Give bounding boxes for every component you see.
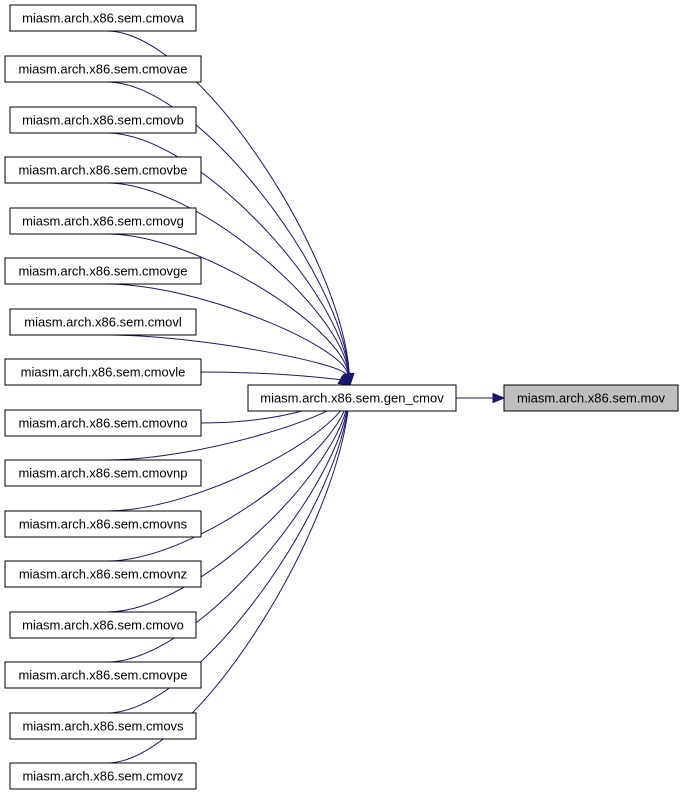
node-cmovs[interactable]: miasm.arch.x86.sem.cmovs (9, 712, 197, 740)
node-cmovge-box (4, 257, 202, 285)
node-mov-box (503, 384, 679, 412)
node-cmovge-label: miasm.arch.x86.sem.cmovge (18, 264, 187, 279)
node-cmovle-box (4, 358, 202, 386)
node-cmovpe[interactable]: miasm.arch.x86.sem.cmovpe (4, 661, 202, 689)
edge-line-cmovb (106, 132, 350, 375)
node-cmovnp-label: miasm.arch.x86.sem.cmovnp (18, 466, 187, 481)
node-cmovz[interactable]: miasm.arch.x86.sem.cmovz (9, 762, 197, 790)
edge-line-cmovge (106, 283, 349, 375)
edge-line-cmova (106, 30, 350, 375)
node-cmovbe-box (4, 156, 202, 184)
node-cmovb-box (9, 106, 197, 134)
node-cmovle-label: miasm.arch.x86.sem.cmovle (21, 365, 186, 380)
node-cmovz-box (9, 762, 197, 790)
edge-line-cmovpe (106, 395, 350, 663)
node-mov[interactable]: miasm.arch.x86.sem.mov (503, 384, 679, 412)
edge-line-cmovg (106, 233, 349, 375)
node-cmovae-label: miasm.arch.x86.sem.cmovae (18, 62, 187, 77)
node-cmovpe-label: miasm.arch.x86.sem.cmovpe (18, 668, 187, 683)
edge-arrowhead-mov (492, 392, 506, 404)
node-cmovno-label: miasm.arch.x86.sem.cmovno (18, 416, 187, 431)
node-cmovno-box (4, 409, 202, 437)
edge-gen-cmov-to-mov (456, 392, 506, 404)
node-cmovs-box (9, 712, 197, 740)
node-cmovns-box (4, 510, 202, 538)
node-cmovl-box (9, 308, 197, 336)
node-cmova-label: miasm.arch.x86.sem.cmova (22, 11, 185, 26)
node-cmovbe[interactable]: miasm.arch.x86.sem.cmovbe (4, 156, 202, 184)
node-cmovl[interactable]: miasm.arch.x86.sem.cmovl (9, 308, 197, 336)
edge-line-cmovns (106, 395, 349, 512)
node-cmova[interactable]: miasm.arch.x86.sem.cmova (9, 4, 197, 32)
edge-line-cmovl (106, 334, 347, 375)
edge-line-cmovle (200, 371, 341, 381)
node-cmovo-label: miasm.arch.x86.sem.cmovo (22, 618, 184, 633)
node-cmovpe-box (4, 661, 202, 689)
node-cmovno[interactable]: miasm.arch.x86.sem.cmovno (4, 409, 202, 437)
node-gen-cmov-label: miasm.arch.x86.sem.gen_cmov (260, 391, 444, 406)
node-cmovle[interactable]: miasm.arch.x86.sem.cmovle (4, 358, 202, 386)
node-cmovnp[interactable]: miasm.arch.x86.sem.cmovnp (4, 459, 202, 487)
node-cmovae[interactable]: miasm.arch.x86.sem.cmovae (4, 55, 202, 83)
node-cmova-box (9, 4, 197, 32)
node-cmovnz-label: miasm.arch.x86.sem.cmovnz (19, 567, 187, 582)
node-cmovl-label: miasm.arch.x86.sem.cmovl (24, 315, 182, 330)
edge-line-cmovz (106, 395, 350, 764)
node-cmovo[interactable]: miasm.arch.x86.sem.cmovo (9, 611, 197, 639)
node-cmovbe-label: miasm.arch.x86.sem.cmovbe (18, 163, 187, 178)
edge-line-cmovo (106, 395, 350, 613)
node-cmovns-label: miasm.arch.x86.sem.cmovns (19, 517, 188, 532)
node-cmovg-box (9, 207, 197, 235)
edge-line-cmovbe (106, 182, 350, 375)
node-cmovnz-box (4, 560, 202, 588)
node-cmovnz[interactable]: miasm.arch.x86.sem.cmovnz (4, 560, 202, 588)
edge-cmovle-to-gen-cmov (200, 371, 352, 386)
node-cmovge[interactable]: miasm.arch.x86.sem.cmovge (4, 257, 202, 285)
node-cmovae-box (4, 55, 202, 83)
node-cmovg[interactable]: miasm.arch.x86.sem.cmovg (9, 207, 197, 235)
edge-line-cmovae (106, 81, 350, 375)
node-cmovz-label: miasm.arch.x86.sem.cmovz (22, 769, 183, 784)
node-cmovb-label: miasm.arch.x86.sem.cmovb (22, 113, 184, 128)
node-mov-label: miasm.arch.x86.sem.mov (517, 391, 666, 406)
node-cmovnp-box (4, 459, 202, 487)
node-cmovg-label: miasm.arch.x86.sem.cmovg (22, 214, 184, 229)
node-gen-cmov-box (247, 384, 457, 412)
node-cmovb[interactable]: miasm.arch.x86.sem.cmovb (9, 106, 197, 134)
nodes-layer: miasm.arch.x86.sem.cmova miasm.arch.x86.s… (4, 4, 679, 790)
node-cmovns[interactable]: miasm.arch.x86.sem.cmovns (4, 510, 202, 538)
node-cmovs-label: miasm.arch.x86.sem.cmovs (22, 719, 184, 734)
node-cmovo-box (9, 611, 197, 639)
edge-arrowhead-cmovle (337, 374, 352, 386)
node-gen-cmov[interactable]: miasm.arch.x86.sem.gen_cmov (247, 384, 457, 412)
edge-line-cmovnz (106, 395, 350, 562)
edge-line-cmovs (106, 395, 350, 714)
